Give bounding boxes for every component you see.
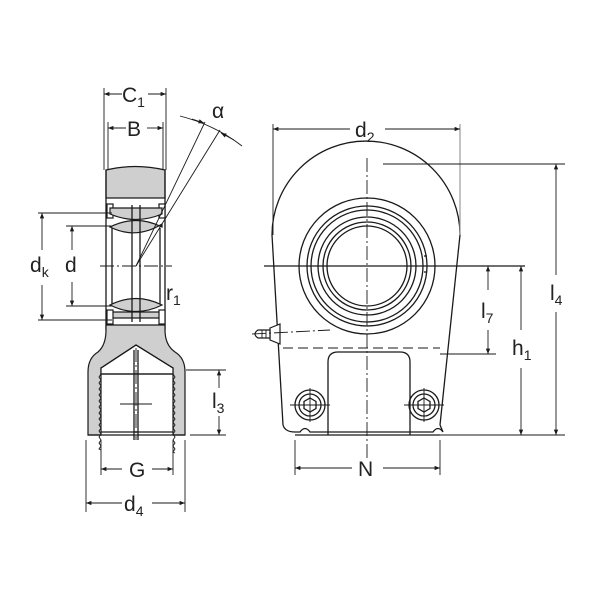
label-B: B: [127, 118, 141, 141]
side-view-labels: C1 B α dk d r1 l3 G d4: [30, 84, 225, 519]
side-view-dimensions: [38, 88, 243, 512]
label-l7: l7: [481, 300, 494, 326]
label-N: N: [358, 458, 373, 481]
label-d: d: [65, 254, 77, 277]
front-view-labels: d2 l7 h1 l4 N: [355, 119, 563, 481]
side-section-view: [87, 121, 221, 454]
label-C1: C1: [122, 84, 145, 110]
label-l3: l3: [212, 390, 225, 416]
label-d2: d2: [355, 119, 375, 145]
label-d4: d4: [124, 493, 144, 519]
left-bolt: [290, 388, 330, 422]
grease-nipple: [251, 323, 331, 345]
right-bolt: [404, 388, 444, 422]
label-r1: r1: [166, 282, 181, 308]
front-view: [251, 140, 525, 460]
label-G: G: [129, 459, 145, 482]
label-h1: h1: [512, 337, 532, 363]
label-l4: l4: [550, 282, 563, 308]
front-view-dimensions: [272, 124, 565, 475]
label-dk: dk: [30, 254, 50, 280]
label-alpha: α: [212, 100, 224, 123]
